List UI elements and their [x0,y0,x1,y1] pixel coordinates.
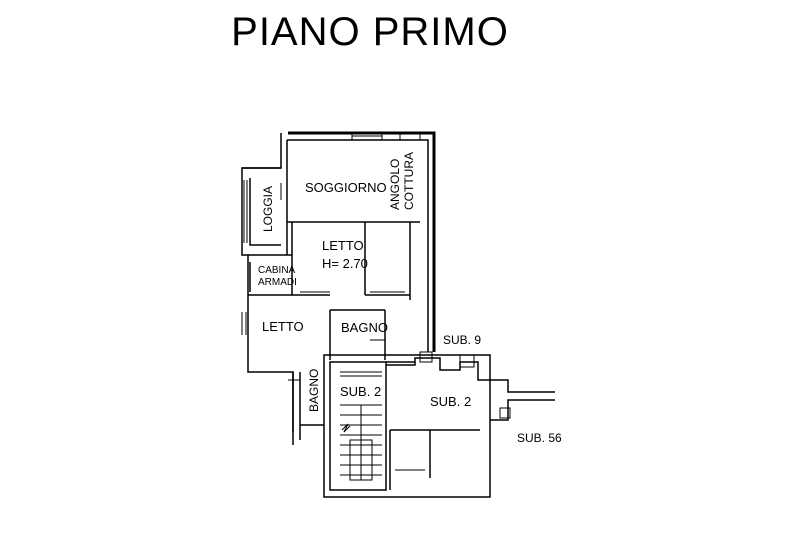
interior-walls [241,221,420,360]
side-walls [288,372,324,445]
room-label-angolo: ANGOLO [388,159,402,210]
room-height-letto-1: H= 2.70 [322,256,368,271]
room-label-loggia: LOGGIA [261,186,275,232]
stairwell [323,354,491,498]
room-label-bagno-1: BAGNO [341,320,388,335]
room-label-bagno-2: BAGNO [307,369,321,412]
unit-label-sub56: SUB. 56 [517,431,562,445]
room-label-sub2-landing: SUB. 2 [430,394,471,409]
room-label-cottura: COTTURA [402,152,416,210]
landing [386,351,555,421]
room-label-letto-2: LETTO [262,319,304,334]
apartment-walls [241,131,436,432]
room-label-sub2-stair: SUB. 2 [340,384,381,399]
room-label-soggiorno: SOGGIORNO [305,180,387,195]
room-label-letto-1: LETTO [322,238,364,253]
room-label-armadi: ARMADI [258,277,297,288]
loggia-railing [243,180,288,243]
room-label-cabina: CABINA [258,265,296,276]
plan-title: PIANO PRIMO [231,10,509,54]
unit-label-sub9: SUB. 9 [443,333,481,347]
